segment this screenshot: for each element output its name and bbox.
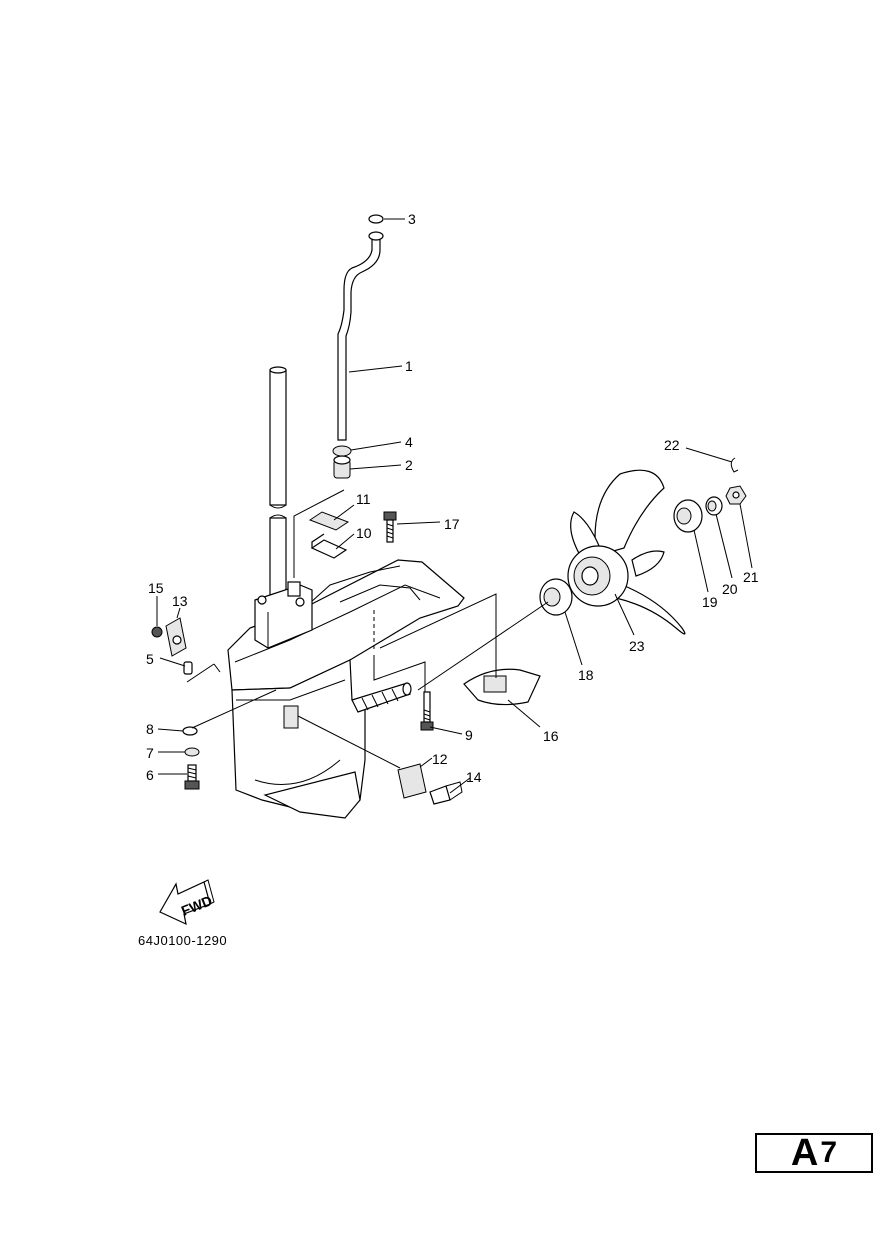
o-ring-3 [368,214,384,224]
thrust-washer-18 [539,578,573,616]
bolt-15 [151,626,163,638]
water-strainer-12 [397,763,427,799]
callout-10: 10 [356,525,372,541]
callout-1: 1 [405,358,413,374]
propeller-shaft [351,682,412,713]
grommet-4 [332,445,352,457]
bolt-9 [420,691,434,731]
callout-9: 9 [465,727,473,743]
grommet-2 [333,455,351,479]
leader-lines [156,218,753,794]
callout-18: 18 [578,667,594,683]
cover-13 [165,617,187,657]
callout-5: 5 [146,651,154,667]
page-badge-number: 7 [820,1136,838,1169]
callout-2: 2 [405,457,413,473]
callout-22: 22 [664,437,680,453]
page-badge: A 7 [755,1133,873,1173]
cotter-pin-22 [730,457,739,473]
trim-tab-slot [483,675,507,693]
callout-20: 20 [722,581,738,597]
callout-19: 19 [702,594,718,610]
callout-3: 3 [408,211,416,227]
page-badge-letter: A [790,1132,819,1174]
dowel-pin-5 [183,661,193,675]
spacer-19 [673,499,703,533]
water-tube [337,231,384,441]
bolt-17 [383,511,397,543]
drive-shaft [269,366,287,609]
propeller-23 [567,469,686,635]
bracket-10 [310,533,348,559]
callout-13: 13 [172,593,188,609]
callout-15: 15 [148,580,164,596]
lower-casing [227,559,465,819]
callout-6: 6 [146,767,154,783]
gasket-8 [182,726,198,736]
callout-17: 17 [444,516,460,532]
callout-21: 21 [743,569,759,585]
nut-21 [725,485,747,505]
screw-14 [429,781,463,805]
fwd-arrow-icon: FWD [159,879,215,926]
catalog-code: 64J0100-1290 [138,933,228,948]
bolt-6 [184,764,200,790]
callout-14: 14 [466,769,482,785]
callout-labels: 1 2 3 4 5 6 7 8 9 10 11 12 13 14 15 16 1… [146,211,759,785]
callout-8: 8 [146,721,154,737]
callout-4: 4 [405,434,413,450]
washer-20 [705,496,723,516]
callout-11: 11 [356,491,371,507]
washer-7 [184,747,200,757]
anode-11 [308,511,350,531]
callout-7: 7 [146,745,154,761]
callout-23: 23 [629,638,645,654]
callout-12: 12 [432,751,448,767]
callout-16: 16 [543,728,559,744]
